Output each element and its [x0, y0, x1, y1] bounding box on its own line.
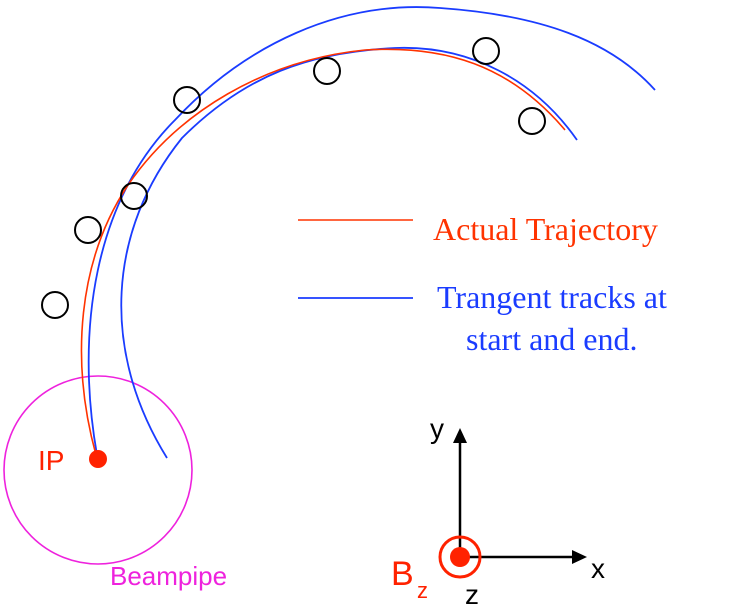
ip-dot [89, 450, 107, 468]
actual-trajectory [80, 48, 566, 456]
legend-actual-label: Actual Trajectory [433, 211, 658, 247]
field-dot [450, 547, 470, 567]
hit-marker [518, 107, 546, 135]
field-label-sub: z [417, 578, 428, 603]
axis-y-label: y [430, 413, 444, 444]
tangent-track-end [120, 47, 578, 459]
detector-hits [41, 37, 546, 319]
hit-marker [472, 37, 500, 65]
hit-marker [313, 57, 341, 85]
hit-marker [173, 86, 201, 114]
field-label-main: B [391, 555, 414, 593]
legend-tangent-label-line2: start and end. [466, 321, 638, 357]
field-label: B z [391, 555, 428, 603]
hit-marker [120, 182, 148, 210]
ip-label: IP [38, 445, 64, 476]
axis-z-label: z [465, 579, 479, 608]
field-symbol [438, 535, 482, 579]
y-axis-arrowhead [453, 428, 467, 443]
x-axis-arrowhead [572, 550, 587, 564]
field-ring [438, 535, 482, 579]
hit-marker [41, 291, 69, 319]
hit-marker [74, 216, 102, 244]
tangent-track-start [87, 6, 656, 456]
axis-x-label: x [591, 553, 605, 584]
coordinate-axes: y x z [430, 413, 605, 608]
beampipe-circle [3, 375, 193, 565]
legend-tangent-label-line1: Trangent tracks at [437, 279, 667, 315]
beampipe-label: Beampipe [110, 561, 227, 591]
